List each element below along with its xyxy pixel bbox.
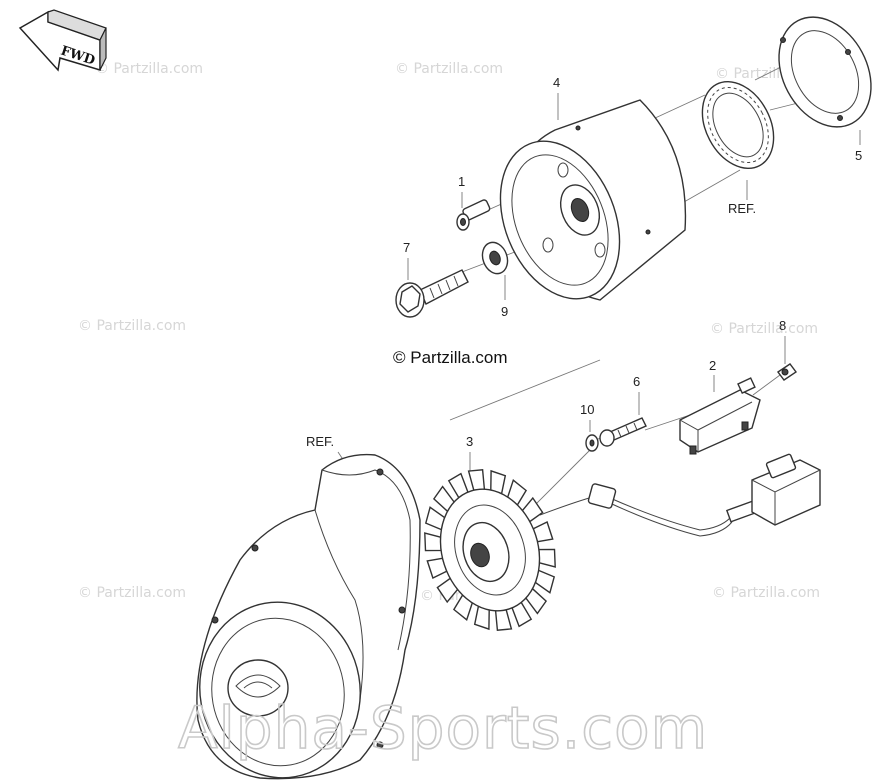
wire-harness bbox=[539, 483, 761, 537]
partzilla-credit: © Partzilla.com bbox=[393, 348, 508, 367]
part-2-sensor bbox=[679, 377, 761, 455]
callout-ref-bottom: REF. bbox=[306, 434, 334, 449]
forward-arrow-icon: FWD bbox=[18, 9, 107, 72]
bearing-ref-top bbox=[701, 80, 775, 170]
callout-9: 9 bbox=[501, 304, 508, 319]
alpha-sports-banner: Alpha-Sports.com bbox=[178, 694, 708, 762]
part-3-stator bbox=[424, 469, 556, 631]
callout-3: 3 bbox=[466, 434, 473, 449]
part-1-bolt bbox=[456, 199, 491, 231]
stator-tooth bbox=[424, 532, 442, 552]
part-7-flange-bolt bbox=[395, 269, 469, 318]
callout-10: 10 bbox=[580, 402, 594, 417]
stator-tooth bbox=[467, 469, 486, 491]
watermark-6: © Partzilla.com bbox=[78, 585, 186, 601]
watermark-2: © Partzilla.com bbox=[395, 61, 503, 77]
part-8-screw bbox=[776, 363, 798, 381]
part-5-ring bbox=[778, 16, 872, 128]
part-4-flywheel bbox=[499, 99, 687, 301]
callout-5: 5 bbox=[855, 148, 862, 163]
watermark-4: © Partzilla.com bbox=[78, 318, 186, 334]
callout-6: 6 bbox=[633, 374, 640, 389]
stator-tooth bbox=[494, 609, 513, 631]
part-10-washer bbox=[585, 434, 599, 452]
part-9-washer bbox=[481, 241, 509, 275]
watermark-8: © Partzilla.com bbox=[712, 585, 820, 601]
callout-4: 4 bbox=[553, 75, 560, 90]
watermark-1: © Partzilla.com bbox=[95, 61, 203, 77]
callout-2: 2 bbox=[709, 358, 716, 373]
callout-8: 8 bbox=[779, 318, 786, 333]
crankcase-cover-ref bbox=[196, 453, 421, 780]
stator-tooth bbox=[538, 548, 556, 568]
watermark-5: © Partzilla.com bbox=[710, 321, 818, 337]
coupler-connector bbox=[751, 453, 821, 526]
callout-ref-top: REF. bbox=[728, 201, 756, 216]
callout-1: 1 bbox=[458, 174, 465, 189]
callout-labels: 4 5 REF. 1 7 9 8 2 6 10 3 REF. bbox=[306, 75, 862, 449]
part-6-screw bbox=[599, 417, 647, 447]
callout-7: 7 bbox=[403, 240, 410, 255]
